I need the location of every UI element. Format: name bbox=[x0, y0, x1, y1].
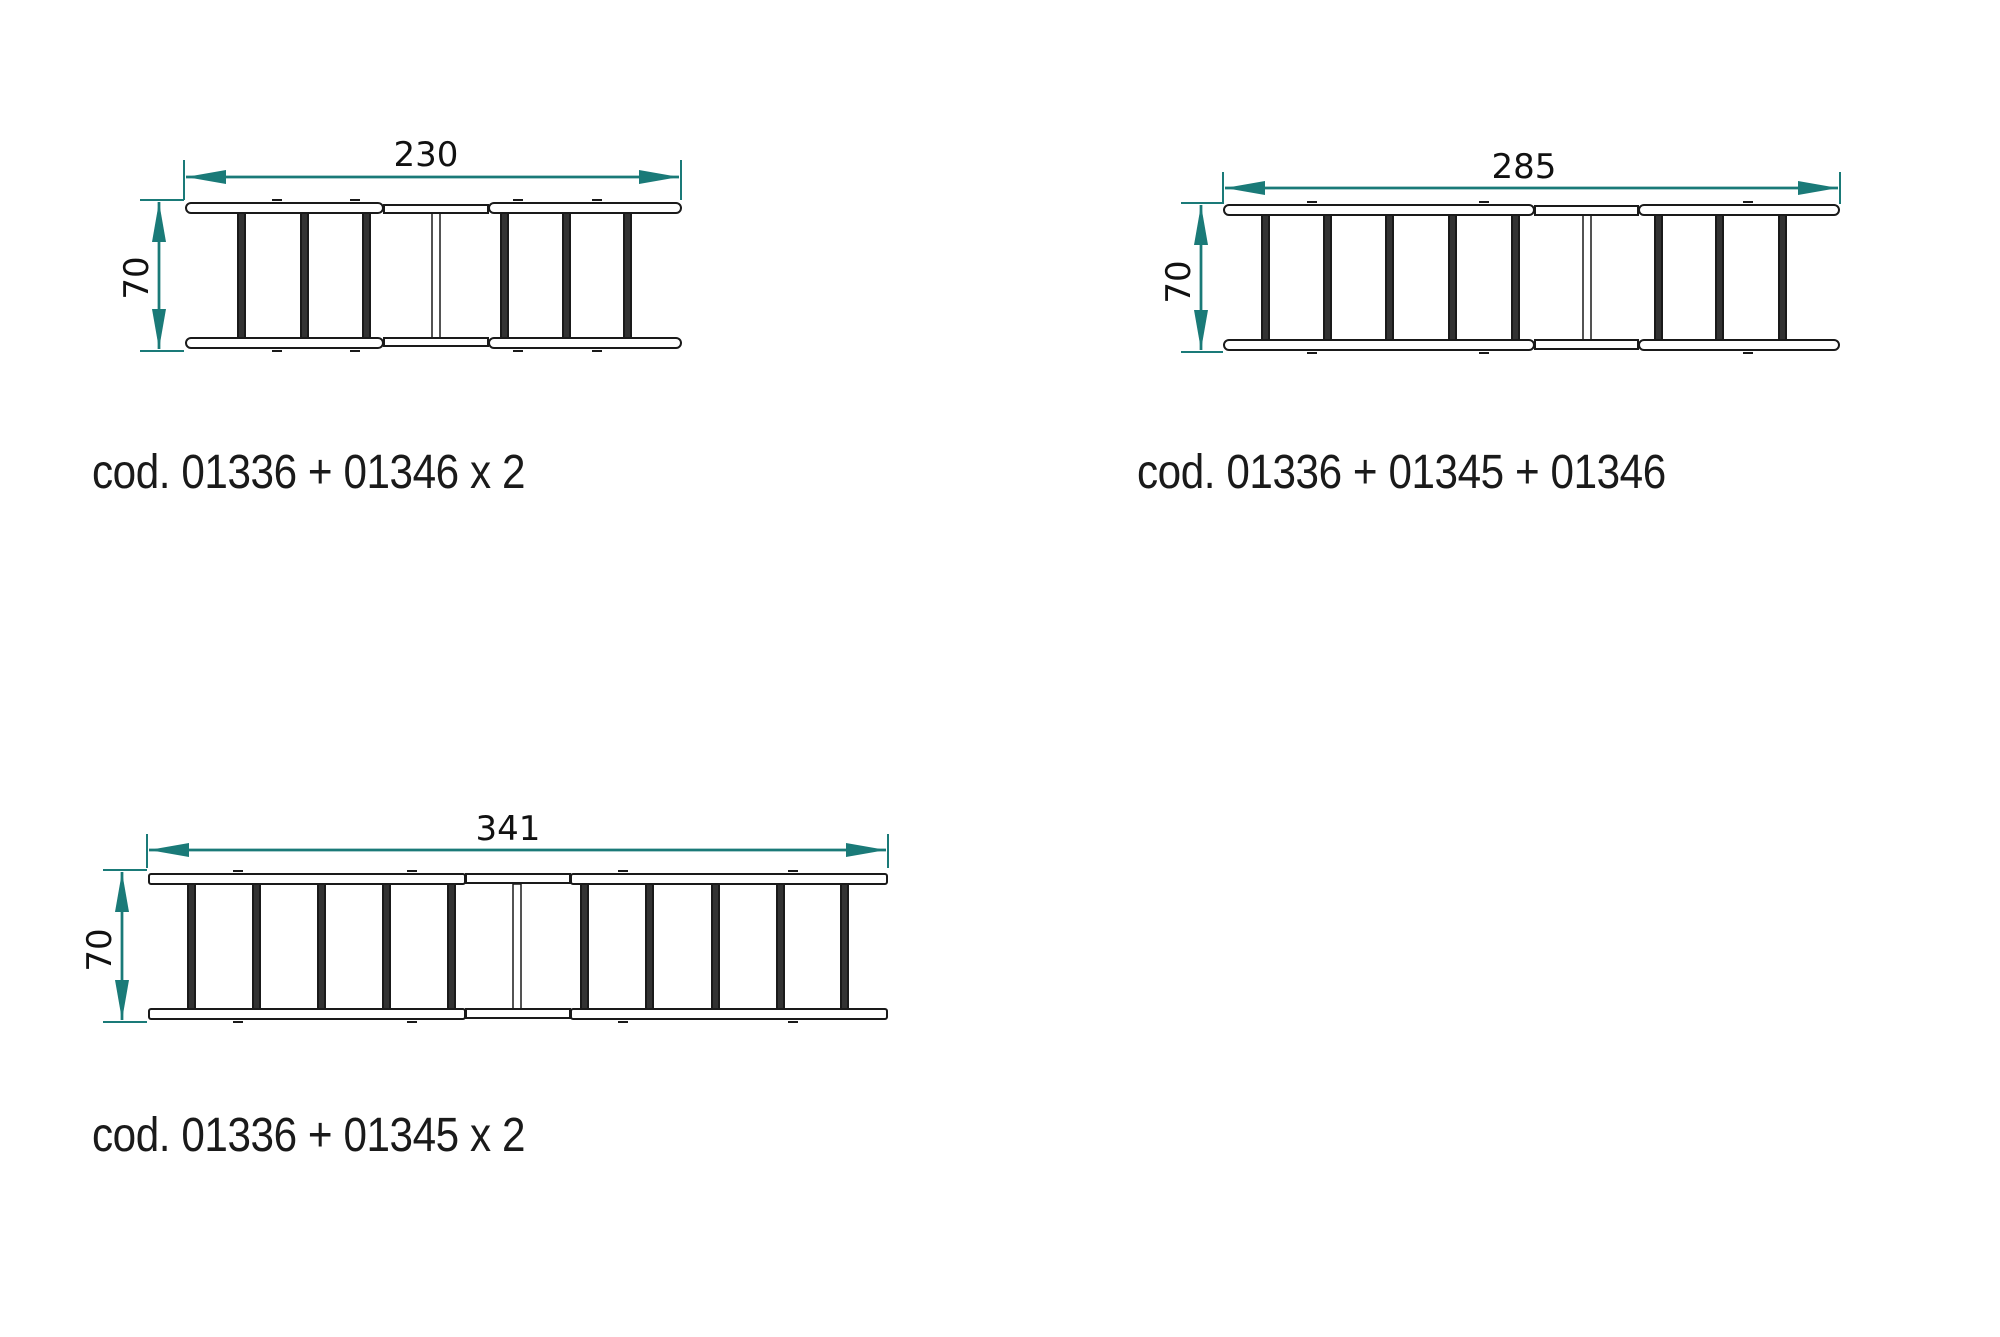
height-dimension: 70 bbox=[117, 199, 184, 352]
height-dimension-label: 70 bbox=[1159, 260, 1199, 303]
height-dimension-label: 70 bbox=[80, 928, 120, 971]
ladder-frame bbox=[148, 870, 888, 1023]
ladder-frame bbox=[185, 199, 682, 352]
ladder-frame bbox=[1223, 201, 1840, 354]
height-dimension: 70 bbox=[1159, 202, 1223, 353]
width-dimension: 341 bbox=[146, 809, 889, 868]
ladder-diagram-3: 341 70 bbox=[80, 809, 889, 1023]
width-dimension-label: 230 bbox=[394, 135, 459, 175]
width-dimension-label: 341 bbox=[476, 809, 541, 849]
caption-diagram-3: cod. 01336 + 01345 x 2 bbox=[92, 1109, 526, 1162]
width-dimension-label: 285 bbox=[1492, 147, 1557, 187]
height-dimension-label: 70 bbox=[117, 256, 157, 299]
width-dimension: 230 bbox=[183, 135, 682, 200]
caption-diagram-1: cod. 01336 + 01346 x 2 bbox=[92, 446, 526, 499]
ladder-diagram-2: 285 70 bbox=[1159, 147, 1841, 354]
caption-diagram-2: cod. 01336 + 01345 + 01346 bbox=[1137, 446, 1666, 499]
width-dimension: 285 bbox=[1222, 147, 1841, 204]
height-dimension: 70 bbox=[80, 869, 147, 1023]
ladder-diagram-1: 230 70 bbox=[117, 135, 682, 352]
